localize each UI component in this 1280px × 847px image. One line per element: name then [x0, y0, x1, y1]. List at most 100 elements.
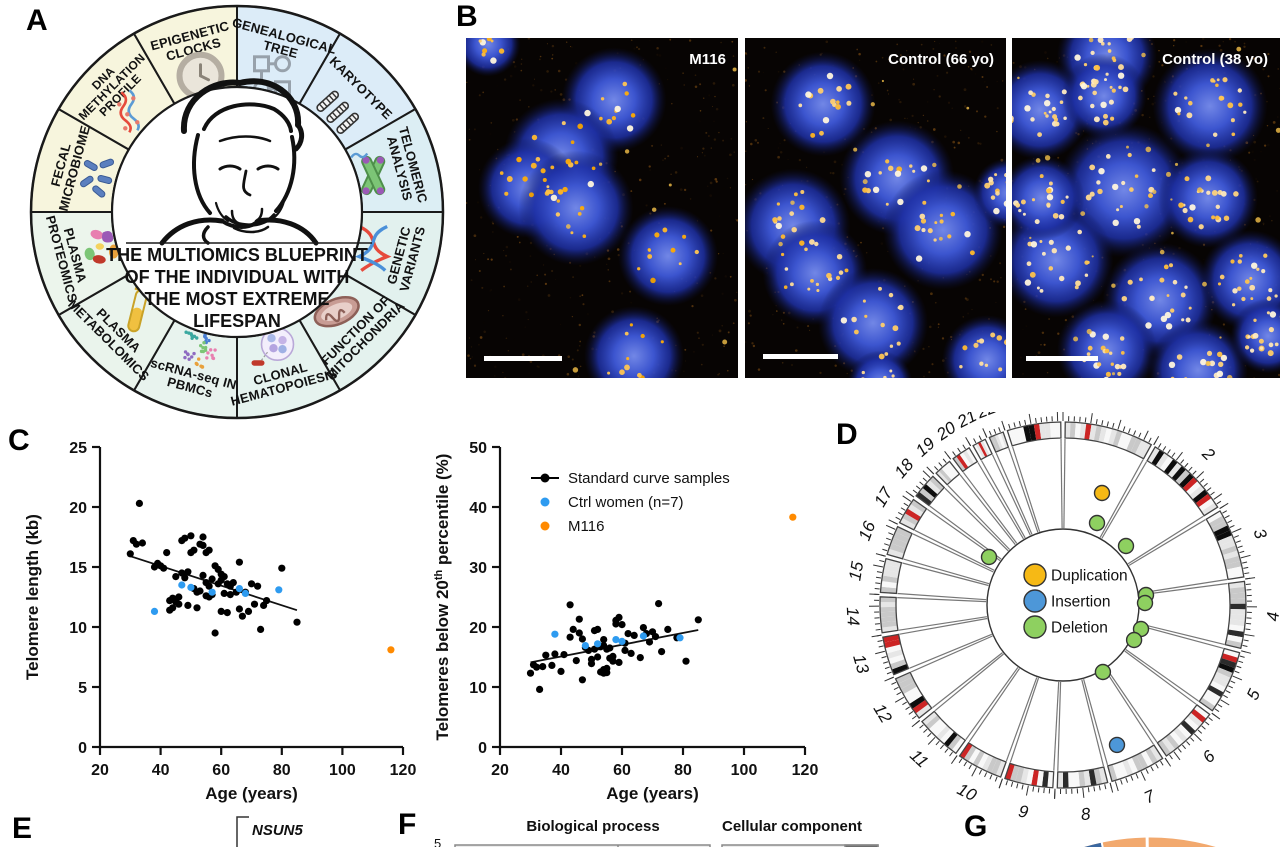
micrograph-label: Control (66 yo) [888, 51, 994, 68]
svg-text:9: 9 [1017, 801, 1030, 822]
y-axis-title: Telomeres below 20th percentile (%) [433, 454, 452, 741]
telomere-foci-dots [1012, 38, 1280, 378]
circos-ticks [869, 412, 1257, 799]
elderly-woman-portrait [159, 78, 319, 246]
telomere-foci-dots [772, 72, 1006, 378]
svg-text:60: 60 [613, 762, 631, 779]
svg-text:30: 30 [469, 560, 487, 577]
protein-blobs-icon [84, 229, 119, 264]
svg-text:11: 11 [906, 746, 932, 772]
micrograph-label: Control (38 yo) [1162, 51, 1268, 68]
panel-label-b: B [456, 0, 478, 33]
scale-bar [484, 356, 562, 361]
circos-structural-variants: 12345678910111213141516171819202122XDupl… [843, 412, 1280, 824]
scale-bar [1026, 356, 1098, 361]
gene-label-nsun5: NSUN5 [252, 822, 303, 839]
svg-text:20: 20 [69, 500, 87, 517]
svg-text:5: 5 [78, 680, 87, 697]
scrna-clusters-icon [183, 330, 217, 369]
svg-text:16: 16 [855, 518, 880, 543]
svg-text:10: 10 [954, 780, 980, 806]
series-m116 [789, 513, 797, 521]
pie-chart-partial [1084, 835, 1216, 847]
svg-text:M116: M116 [568, 518, 604, 535]
svg-text:8: 8 [1080, 804, 1092, 824]
svg-text:Deletion: Deletion [1051, 620, 1108, 637]
svg-text:0: 0 [78, 740, 87, 757]
panel-label-f: F [398, 808, 417, 841]
karyotype-icon [316, 90, 360, 134]
micrograph-control-66: Control (66 yo) [745, 38, 1006, 378]
svg-text:19: 19 [912, 433, 939, 460]
svg-text:80: 80 [273, 762, 291, 779]
svg-text:22: 22 [973, 412, 999, 423]
svg-text:60: 60 [212, 762, 230, 779]
chromosome-ideograms [879, 421, 1247, 789]
svg-text:THE MOST EXTREME: THE MOST EXTREME [144, 289, 329, 309]
x-axis-title: Age (years) [205, 784, 298, 803]
methylation-icon [117, 89, 140, 134]
svg-text:120: 120 [792, 762, 819, 779]
svg-text:3: 3 [1249, 526, 1270, 542]
variant-dots [980, 484, 1155, 754]
svg-text:LIFESPAN: LIFESPAN [193, 311, 281, 331]
clonal-cells-icon [251, 327, 295, 366]
multiomics-wheel-diagram: GENEALOGICALTREEKARYOTYPETELOMERICANALYS… [29, 4, 445, 420]
micrograph-m116: M116 [466, 38, 738, 378]
pie-slice-main [1084, 837, 1216, 847]
svg-text:13: 13 [849, 652, 873, 676]
panel-f-bar-boxes [454, 844, 879, 847]
svg-text:12: 12 [870, 700, 896, 726]
telomere-foci-dots [476, 38, 737, 378]
svg-text:OF THE INDIVIDUAL WITH: OF THE INDIVIDUAL WITH [125, 267, 350, 287]
panel-label-g: G [964, 810, 988, 843]
bacteria-icon [80, 158, 115, 198]
scale-bar [763, 354, 838, 359]
svg-text:7: 7 [1141, 786, 1158, 807]
micrograph-label: M116 [689, 51, 726, 68]
panel-label-a: A [26, 4, 48, 37]
dna-helix-icon [354, 224, 392, 272]
panel-f-axis-tick: 5 [434, 836, 442, 847]
trend-line [530, 629, 699, 664]
svg-text:80: 80 [674, 762, 692, 779]
svg-text:4: 4 [1263, 611, 1280, 621]
panel-label-e: E [12, 812, 33, 845]
svg-text:100: 100 [731, 762, 758, 779]
sector-spokes [897, 438, 1228, 771]
x-axis-title: Age (years) [606, 784, 699, 803]
svg-text:Standard curve samples: Standard curve samples [568, 470, 730, 487]
svg-text:10: 10 [69, 620, 87, 637]
svg-text:Insertion: Insertion [1051, 594, 1110, 611]
series-ctrl-women-n-7- [551, 630, 684, 650]
go-header-cellular-component: Cellular component [721, 818, 863, 835]
micrograph-control-38: Control (38 yo) [1012, 38, 1280, 378]
svg-text:120: 120 [390, 762, 417, 779]
cell-nuclei [745, 51, 1006, 378]
mitochondria-icon [313, 296, 360, 328]
svg-text:14: 14 [843, 606, 863, 626]
svg-text:20: 20 [469, 620, 487, 637]
svg-text:THE MULTIOMICS BLUEPRINT: THE MULTIOMICS BLUEPRINT [106, 245, 368, 265]
panel-e-bracket [236, 816, 249, 847]
series-standard-curve-samples [126, 499, 301, 637]
series-ctrl-women-n-7- [150, 581, 283, 615]
svg-text:20: 20 [932, 418, 960, 445]
svg-text:25: 25 [69, 440, 87, 457]
svg-text:40: 40 [152, 762, 170, 779]
svg-text:1: 1 [1109, 412, 1123, 413]
y-axis-title: Telomere length (kb) [23, 514, 42, 680]
svg-text:21: 21 [953, 412, 979, 432]
svg-text:40: 40 [469, 500, 487, 517]
svg-text:Ctrl women (n=7): Ctrl women (n=7) [568, 494, 683, 511]
panel-label-d: D [836, 418, 858, 451]
pie-slice-secondary [1084, 842, 1103, 847]
svg-text:50: 50 [469, 440, 487, 457]
svg-text:15: 15 [69, 560, 87, 577]
